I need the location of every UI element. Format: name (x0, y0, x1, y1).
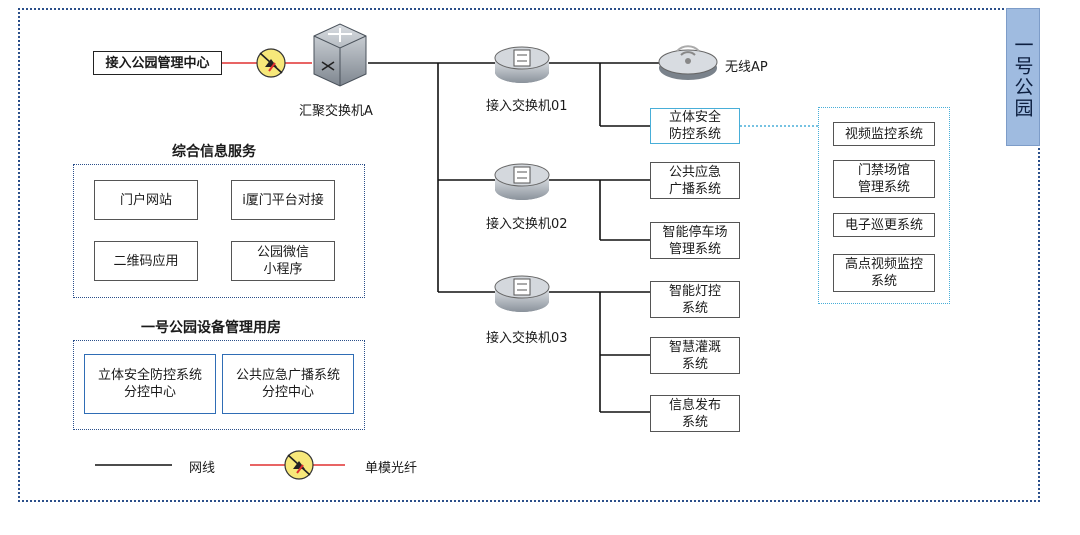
irrigation-system-label: 智慧灌溉 系统 (668, 339, 721, 372)
info-services-group (73, 164, 365, 298)
emergency-broadcast-label: 公共应急 广播系统 (668, 164, 721, 197)
patrol-system-label: 电子巡更系统 (844, 217, 923, 233)
lighting-system-box: 智能灯控 系统 (650, 281, 740, 318)
video-surveillance-label: 视频监控系统 (844, 126, 923, 142)
portal-site-label: 门户网站 (119, 192, 172, 208)
park-label-tab: 一号公园 (1006, 8, 1040, 146)
access-switch-02-icon (494, 163, 550, 200)
broadcast-subcenter-label: 公共应急广播系统 分控中心 (235, 368, 340, 400)
info-release-system-box: 信息发布 系统 (650, 395, 740, 432)
wechat-miniprogram-label: 公园微信 小程序 (256, 245, 309, 277)
irrigation-system-box: 智慧灌溉 系统 (650, 337, 740, 374)
video-surveillance-box: 视频监控系统 (833, 122, 935, 146)
emergency-broadcast-box: 公共应急 广播系统 (650, 162, 740, 199)
equipment-room-title: 一号公园设备管理用房 (141, 320, 281, 336)
mgmt-center-label: 接入公园管理中心 (105, 55, 210, 71)
info-release-system-label: 信息发布 系统 (668, 397, 721, 430)
access-switch-02-label: 接入交换机02 (486, 217, 568, 232)
security-subsystems-group (818, 107, 950, 304)
security-subcenter-label: 立体安全防控系统 分控中心 (97, 368, 202, 400)
portal-site-box: 门户网站 (94, 180, 198, 220)
qr-code-label: 二维码应用 (113, 253, 179, 269)
qr-code-box: 二维码应用 (94, 241, 198, 281)
high-point-video-label: 高点视频监控 系统 (844, 257, 923, 289)
ixiamen-platform-label: i厦门平台对接 (242, 192, 324, 208)
wechat-miniprogram-box: 公园微信 小程序 (231, 241, 335, 281)
security-control-system-box: 立体安全 防控系统 (650, 108, 740, 144)
wireless-ap-label: 无线AP (725, 60, 768, 75)
core-switch-icon (313, 23, 367, 87)
legend-fiber-icon (284, 450, 314, 480)
lighting-system-label: 智能灯控 系统 (668, 283, 721, 316)
core-switch-label: 汇聚交换机A (299, 104, 373, 119)
access-switch-01-icon (494, 46, 550, 83)
access-switch-03-label: 接入交换机03 (486, 331, 568, 346)
access-control-box: 门禁场馆 管理系统 (833, 160, 935, 198)
wireless-ap-icon (658, 45, 718, 80)
mgmt-center-box: 接入公园管理中心 (93, 51, 222, 75)
ixiamen-platform-box: i厦门平台对接 (231, 180, 335, 220)
parking-system-label: 智能停车场 管理系统 (662, 224, 728, 257)
patrol-system-box: 电子巡更系统 (833, 213, 935, 237)
park-label: 一号公园 (1011, 35, 1034, 119)
security-control-system-label: 立体安全 防控系统 (668, 110, 721, 142)
broadcast-subcenter-box: 公共应急广播系统 分控中心 (222, 354, 354, 414)
fiber-transceiver-icon (256, 48, 286, 78)
legend-network-cable-label: 网线 (189, 461, 216, 476)
legend-fiber-label: 单模光纤 (365, 461, 418, 476)
parking-system-box: 智能停车场 管理系统 (650, 222, 740, 259)
equipment-room-group (73, 340, 365, 430)
access-control-label: 门禁场馆 管理系统 (857, 163, 910, 195)
park-frame (18, 8, 1040, 502)
high-point-video-box: 高点视频监控 系统 (833, 254, 935, 292)
access-switch-01-label: 接入交换机01 (486, 99, 568, 114)
security-subcenter-box: 立体安全防控系统 分控中心 (84, 354, 216, 414)
access-switch-03-icon (494, 275, 550, 312)
info-services-title: 综合信息服务 (172, 144, 256, 160)
